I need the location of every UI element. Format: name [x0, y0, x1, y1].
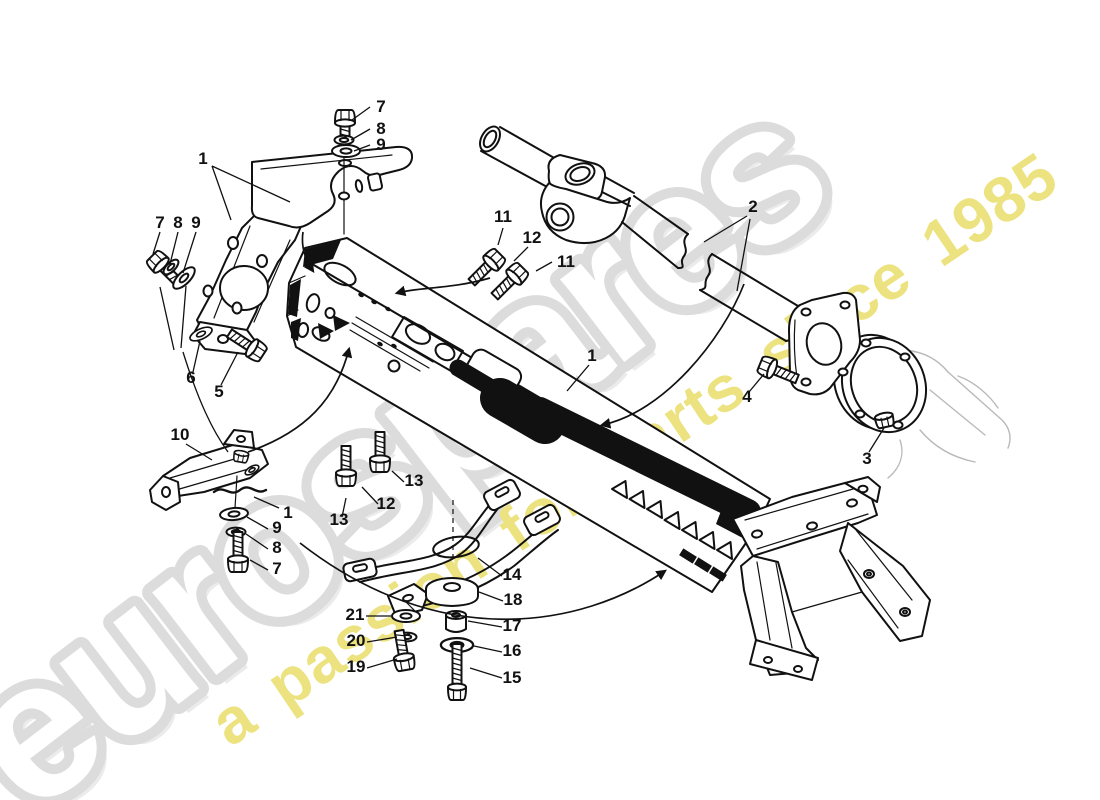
watermark-brand: eurospares: [0, 57, 863, 800]
callout-7: 7: [155, 213, 164, 232]
callout-1: 1: [198, 149, 207, 168]
support-bracket: [149, 429, 269, 511]
rear-mounting-bracket: [732, 476, 931, 681]
callout-9: 9: [191, 213, 200, 232]
callout-2: 2: [748, 197, 757, 216]
transmission-faint-outline: [887, 349, 1011, 479]
callout-1: 1: [283, 503, 292, 522]
universal-joint: [539, 154, 635, 244]
callout-13: 13: [405, 471, 424, 490]
callout-12: 12: [377, 494, 396, 513]
callout-8: 8: [173, 213, 182, 232]
callout-14: 14: [503, 565, 522, 584]
callout-4: 4: [742, 387, 752, 406]
inner-driveshaft: [449, 359, 766, 582]
leader-lines: [152, 106, 885, 679]
callout-10: 10: [171, 425, 190, 444]
callout-11: 11: [494, 207, 512, 226]
callout-11: 11: [557, 252, 575, 271]
callout-15: 15: [503, 668, 522, 687]
propeller-shaft-front: [479, 125, 557, 189]
callout-8: 8: [272, 538, 281, 557]
callout-7: 7: [376, 97, 385, 116]
callout-9: 9: [376, 135, 385, 154]
callout-1: 1: [587, 346, 596, 365]
tube-front-shading: [288, 240, 397, 349]
callout-3: 3: [862, 449, 871, 468]
tube-lightening-holes: [611, 480, 733, 560]
callout-19: 19: [347, 657, 366, 676]
callout-13: 13: [330, 510, 349, 529]
propeller-shaft-middle: [621, 195, 689, 269]
callout-5: 5: [214, 382, 223, 401]
callout-6: 6: [186, 368, 195, 387]
callout-9: 9: [272, 518, 281, 537]
callout-20: 20: [347, 631, 366, 650]
callout-12: 12: [523, 228, 542, 247]
flange-coupling: [785, 291, 928, 434]
retainer-rod: [212, 486, 268, 494]
propeller-shaft-rear: [699, 253, 799, 342]
callout-21: 21: [346, 605, 365, 624]
callout-8: 8: [376, 119, 385, 138]
callout-16: 16: [503, 641, 522, 660]
callout-18: 18: [504, 590, 523, 609]
callout-7: 7: [272, 559, 281, 578]
callout-17: 17: [503, 616, 522, 635]
